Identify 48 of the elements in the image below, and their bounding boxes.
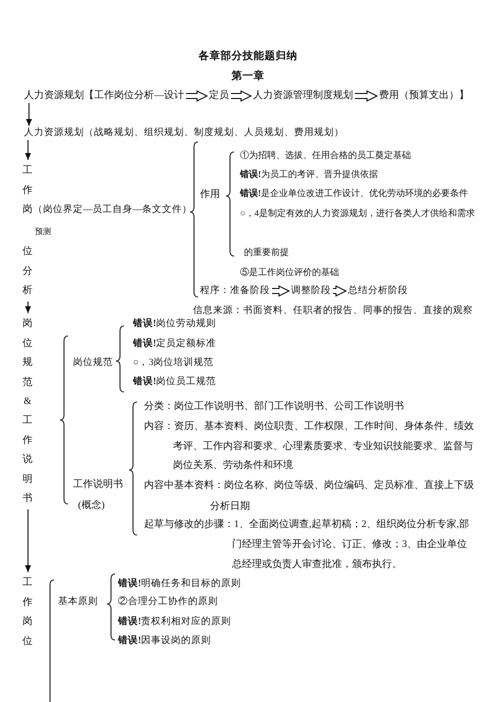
list-item: 错误!为员工的考评、晋升提供依据 [240,168,378,180]
step-text: 人力资源管理制度规划 [253,90,353,102]
category-label: 岗位规范 [73,357,113,369]
list-item: 错误!定员定额标准 [133,338,216,350]
list-item: 错误!明确任务和目标的原则 [118,578,242,590]
hollow-arrow [230,90,252,102]
step-text: 调整阶段 [291,285,331,297]
step-text: 费用（预算支出）】 [379,90,469,102]
arrow [25,508,31,573]
hollow-arrow [186,90,208,102]
list-item: ○，4是制定有效的人力资源规划，进行各类人才供给和需求 [240,207,475,219]
list-item: ○，3岗位培训规范 [133,357,214,369]
list-item: 错误!是企业单位改进工作设计、优化劳动环境的必要条件 [240,187,468,199]
note-text: 信息来源：书面资料、任职者的报告、同事的报告、直接的观察 [193,305,473,317]
step-text: 定员 [209,90,229,102]
list-item: 内容中基本资料：岗位名称、岗位等级、岗位编码、定员标准、直接上下级分析日期 [144,478,475,514]
category-label: (概念) [78,500,105,512]
list-item: 内容：资历、基本资料、岗位职责、工作权限、工作时间、身体条件、绩效考评、工作内容和要求、心理素质要求、专业知识技能要求、监督与岗位关系、劳动条件和环境 [144,420,475,474]
vertical-heading: 工作岗位 [22,573,33,651]
vertical-heading: 岗位规范&工作说明书 [22,314,33,508]
page-title: 各章部分技能题归纳 [198,51,298,63]
list-item: 错误!岗位劳动规则 [133,318,216,330]
list-item: 错误!岗位员工规范 [133,376,216,388]
list-item: ②合理分工协作的原则 [118,596,218,608]
list-item: ⑤是工作岗位评价的基础 [240,266,339,278]
arrow [25,140,31,160]
text-fragment: 的重要前提 [244,246,289,258]
list-item: 错误!责权利相对应的原则 [118,616,232,628]
step-text: 程序：准备阶段 [200,285,270,297]
list-item: 分类：岗位工作说明书、部门工作说明书、公司工作说明书 [144,401,404,413]
vertical-heading: 工作岗位分析 [22,164,33,298]
list-item: 起草与修改的步骤：1、全面岗位调查,起草初稿；2、组织岗位分析专家,部门经理主管等开会讨论、订正、修改；3、由企业单位总经理或负责人审查批准，颁布执行。 [144,518,470,572]
heading-text: 人力资源规划（战略规划、组织规划、制度规划、人员规划、费用规划） [24,127,344,139]
category-label: 作用 [200,189,220,201]
category-label: 工作说明书 [73,479,123,491]
arrow [25,301,31,314]
hollow-arrow [354,90,378,102]
hollow-arrow [272,285,290,297]
text-fragment: 预测 [35,226,51,238]
step-text: 总结分析阶段 [348,285,408,297]
arrow [26,102,32,126]
step-text: 人力资源规划【工作岗位分析—设计 [24,90,184,102]
category-label: 基本原则 [58,596,98,608]
list-item: 错误!因事设岗的原则 [118,635,212,647]
list-item: ①为招聘、选拔、任用合格的员工奠定基础 [240,149,411,161]
hollow-arrow [332,285,348,297]
heading-note: （岗位界定—员工自身—条文文件） [33,204,192,216]
chapter-heading: 第一章 [232,71,264,83]
